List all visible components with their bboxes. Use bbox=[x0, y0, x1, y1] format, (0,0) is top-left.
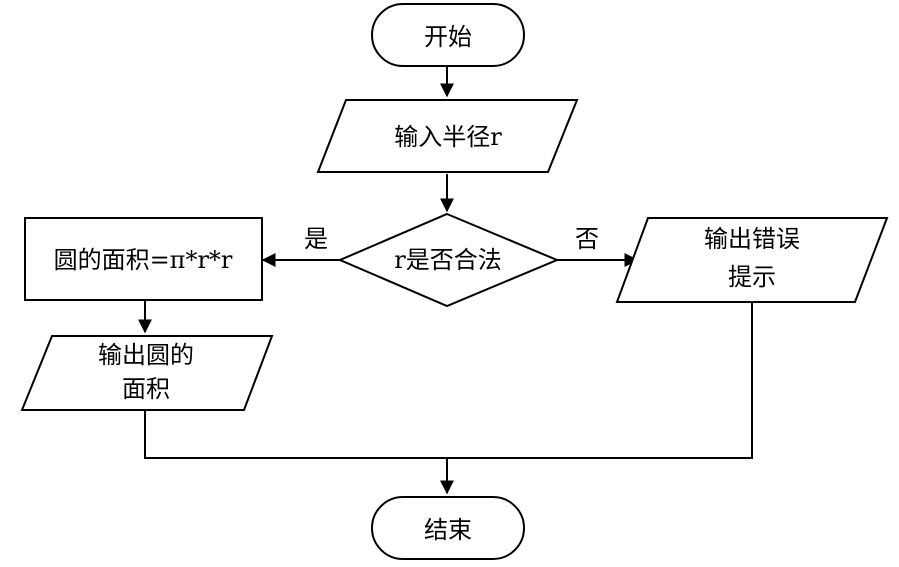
start-label: 开始 bbox=[424, 23, 472, 51]
end-label: 结束 bbox=[424, 516, 472, 544]
output-area-label-line1: 输出圆的 bbox=[98, 341, 194, 369]
output-area-node: 输出圆的 面积 bbox=[20, 335, 274, 411]
no-branch-label: 否 bbox=[575, 225, 599, 253]
output-area-label-line2: 面积 bbox=[122, 375, 170, 403]
decision-label: r是否合法 bbox=[394, 246, 501, 274]
line-error-to-merge bbox=[447, 302, 753, 459]
start-node: 开始 bbox=[371, 3, 525, 67]
line-output-to-merge bbox=[144, 410, 447, 459]
input-label: 输入半径r bbox=[394, 123, 502, 151]
connectors bbox=[138, 66, 753, 495]
compute-node: 圆的面积=π*r*r bbox=[24, 217, 263, 301]
error-output-node: 输出错误 提示 bbox=[615, 217, 889, 303]
error-label-line1: 输出错误 bbox=[704, 225, 800, 253]
error-label-line2: 提示 bbox=[728, 263, 776, 291]
decision-node: r是否合法 bbox=[337, 212, 560, 308]
input-node: 输入半径r bbox=[316, 99, 579, 173]
yes-branch-label: 是 bbox=[304, 225, 328, 253]
compute-label: 圆的面积=π*r*r bbox=[54, 246, 233, 274]
end-node: 结束 bbox=[371, 496, 525, 560]
